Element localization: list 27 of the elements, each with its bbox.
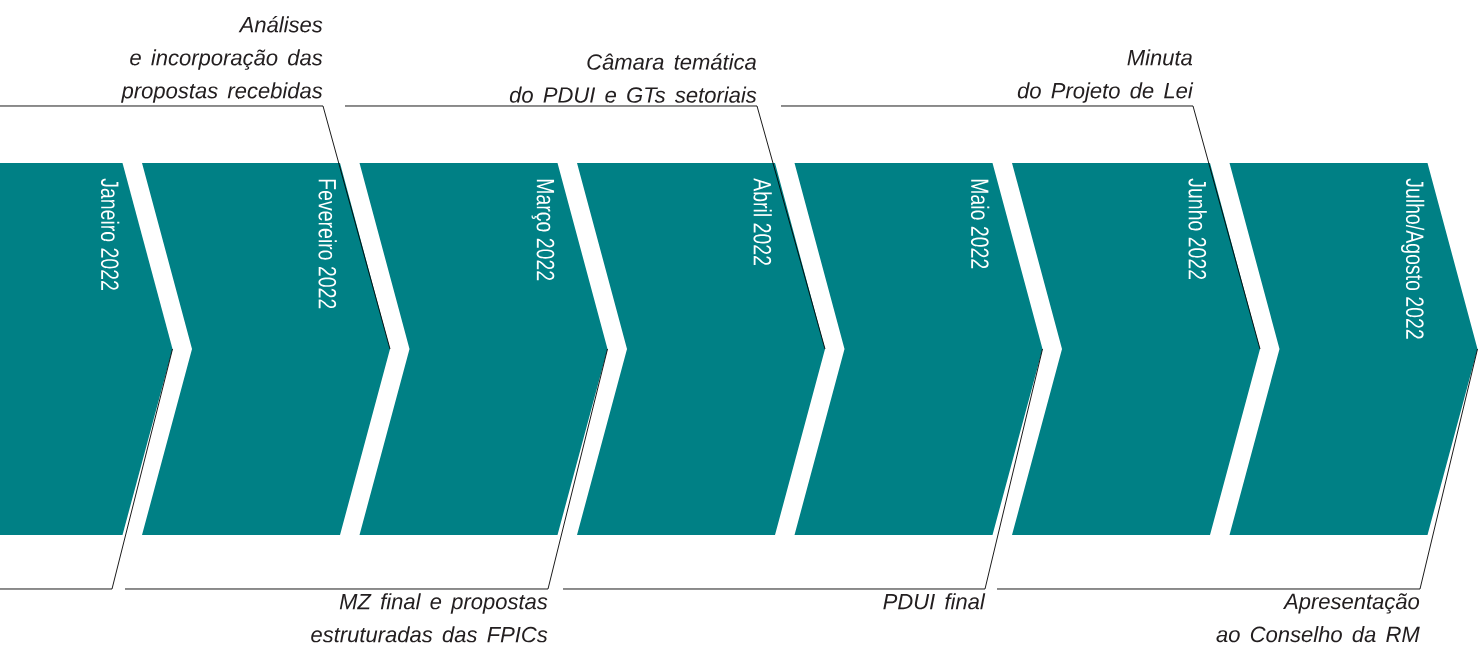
milestone-text: Câmara temática do PDUI e GTs setoriais [509, 53, 757, 103]
node-label: Junho 2022 [1188, 178, 1207, 280]
month-panel: Fevereiro 2022 [142, 163, 390, 535]
node-label: Janeiro 2022 [100, 178, 120, 290]
leader-line [1192, 105, 1261, 350]
node-label: Abril 2022 [753, 178, 772, 265]
milestone-text: MZ final e propostas estruturadas das FPICs [311, 593, 548, 643]
month-panel: Abril 2022 [577, 163, 825, 535]
month-panel: Julho/Agosto 2022 [1229, 163, 1478, 535]
milestone-text: Apresentação ao Conselho da RM [1216, 593, 1420, 643]
month-panel: Junho 2022 [1012, 163, 1260, 535]
leader-line [547, 348, 608, 590]
leader-line [984, 348, 1043, 590]
month-panel: Maio 2022 [794, 163, 1043, 535]
node-label: Julho/Agosto 2022 [1401, 178, 1425, 339]
node-label: Maio 2022 [970, 179, 990, 269]
month-panel: Março 2022 [359, 163, 608, 535]
leader-line [0, 348, 173, 590]
milestone-text: PDUI final [883, 593, 986, 610]
month-panel: Janeiro 2022 [0, 163, 173, 535]
milestone-text: Análises e incorporação das propostas recebidas [121, 16, 323, 103]
leader-line [322, 105, 391, 350]
milestone-text: Minuta do Projeto de Lei [1017, 49, 1194, 103]
leader-line [1419, 348, 1478, 590]
node-label: Fevereiro 2022 [318, 179, 337, 309]
node-label: Março 2022 [531, 179, 555, 281]
leader-line [756, 105, 826, 350]
